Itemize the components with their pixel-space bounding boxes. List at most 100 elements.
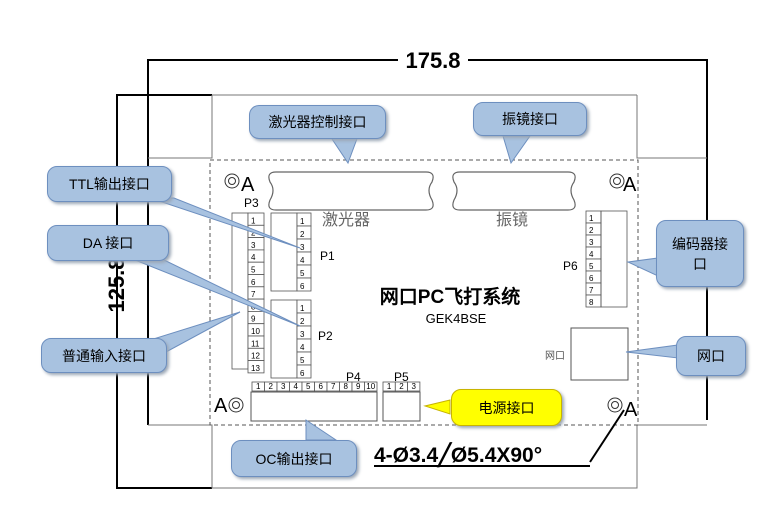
p1-pin-cell xyxy=(296,277,312,292)
pcb-area xyxy=(209,159,639,426)
p3-pin-number: 9 xyxy=(251,315,256,324)
width-label-bg xyxy=(398,49,468,71)
p4-pin-number: 2 xyxy=(269,382,274,391)
p3-pin-number: 4 xyxy=(251,253,256,262)
laser-port-pointer xyxy=(329,135,359,165)
p2-label: P2 xyxy=(318,329,333,343)
p4-pin-number: 7 xyxy=(331,382,336,391)
power-port-callout: 电源接口 xyxy=(451,389,562,426)
p2-pin-number: 1 xyxy=(300,304,305,313)
mount-hole-tl xyxy=(224,173,240,189)
p3-pin-number: 11 xyxy=(251,339,260,348)
p4-pin-number: 3 xyxy=(281,382,286,391)
p1-pin-number: 6 xyxy=(300,282,305,291)
p2-pin-number: 4 xyxy=(300,343,305,352)
ethernet-jack xyxy=(570,327,629,381)
p3-pin-number: 12 xyxy=(251,352,260,361)
p3-pin-number: 6 xyxy=(251,278,256,287)
board-outline xyxy=(148,95,213,159)
laser-db-connector xyxy=(268,171,434,211)
power-port-pointer xyxy=(423,399,451,415)
p1-pin-number: 3 xyxy=(300,243,305,252)
p3-pin-number: 7 xyxy=(251,290,256,299)
p6-pin-number: 4 xyxy=(589,250,594,259)
p1-pin-number: 1 xyxy=(300,217,305,226)
p1-header-body xyxy=(270,212,298,292)
p1-label: P1 xyxy=(320,249,335,263)
height-dimension: 125.8 xyxy=(104,257,129,312)
p2-header-body xyxy=(270,299,298,379)
p6-pin-number: 1 xyxy=(589,214,594,223)
p4-pin-number: 5 xyxy=(306,382,311,391)
p4-pin-number: 6 xyxy=(319,382,324,391)
p5-plug-body xyxy=(382,391,421,422)
p2-header: 1 2 3 4 5 6 xyxy=(296,299,312,379)
p3-pin-number: 3 xyxy=(251,241,256,250)
p2-pin-number: 5 xyxy=(300,356,305,365)
p1-pin-number: 4 xyxy=(300,256,305,265)
p3-pin-number: 13 xyxy=(251,364,260,373)
board-outline-bottom xyxy=(148,424,707,489)
board-title: 网口PC飞打系统 xyxy=(380,285,520,308)
ttl-output-pointer xyxy=(149,197,301,249)
p3-pin-number: 10 xyxy=(251,327,260,336)
p2-pin-number: 2 xyxy=(300,317,305,326)
corner-mark-bl: A xyxy=(214,395,228,417)
p4-pin-number: 4 xyxy=(294,382,299,391)
height-dimension-frame xyxy=(116,94,212,489)
laser-port-callout: 激光器控制接口 xyxy=(249,105,386,139)
p1-pin-number: 2 xyxy=(300,230,305,239)
p6-header-body xyxy=(600,210,628,308)
board-model: GEK4BSE xyxy=(426,311,487,326)
p3-label: P3 xyxy=(244,196,259,210)
galvo-port-pointer xyxy=(502,135,531,165)
callout-pointers xyxy=(129,135,679,441)
p6-pin-number: 7 xyxy=(589,286,594,295)
p5-label: P5 xyxy=(394,370,409,384)
p3-pin-number: 5 xyxy=(251,266,256,275)
corner-mark-br: A xyxy=(624,399,638,421)
p5-pin-cell xyxy=(407,381,421,392)
p3-pin-cell xyxy=(247,360,265,374)
p5-pin-number: 1 xyxy=(387,382,392,391)
p4-pin-number: 8 xyxy=(344,382,349,391)
ttl-output-callout: TTL输出接口 xyxy=(47,166,172,202)
p6-pin-number: 3 xyxy=(589,238,594,247)
p4-plug-body xyxy=(250,391,378,422)
p1-pin-number: 5 xyxy=(300,269,305,278)
ethernet-port-pointer xyxy=(625,344,679,359)
hole-spec: 4-Ø3.4╱Ø5.4X90° xyxy=(374,442,542,468)
p2-pin-cell xyxy=(296,364,312,379)
ethernet-port-callout: 网口 xyxy=(676,336,746,376)
p5-pin-number: 3 xyxy=(412,382,417,391)
p6-label: P6 xyxy=(563,259,578,273)
galvo-connector-label: 振镜 xyxy=(496,210,528,229)
p4-pin-number: 9 xyxy=(356,382,361,391)
mount-hole-br xyxy=(607,397,623,413)
p2-pin-number: 3 xyxy=(300,330,305,339)
p6-pin-number: 2 xyxy=(589,226,594,235)
p3-pin-number: 2 xyxy=(251,229,256,238)
da-port-pointer xyxy=(129,257,301,327)
p4-pin-cell xyxy=(364,381,378,392)
p2-pin-number: 6 xyxy=(300,369,305,378)
mount-hole-tr xyxy=(609,173,625,189)
p4-pin-number: 1 xyxy=(256,382,261,391)
p5-pin-number: 2 xyxy=(399,382,404,391)
da-port-callout: DA 接口 xyxy=(47,225,169,261)
laser-connector-label: 激光器 xyxy=(322,211,370,229)
hole-leader-line xyxy=(589,409,625,463)
p3-header: 12345678910111213 xyxy=(247,212,265,374)
p4-label: P4 xyxy=(346,370,361,384)
p3-header-body xyxy=(231,212,249,370)
mount-hole-bl xyxy=(228,397,244,413)
encoder-port-pointer xyxy=(626,257,659,277)
p6-pin-number: 8 xyxy=(589,298,594,307)
p3-pin-number: 1 xyxy=(251,216,256,225)
p6-pin-number: 6 xyxy=(589,274,594,283)
oc-output-callout: OC输出接口 xyxy=(231,440,357,477)
